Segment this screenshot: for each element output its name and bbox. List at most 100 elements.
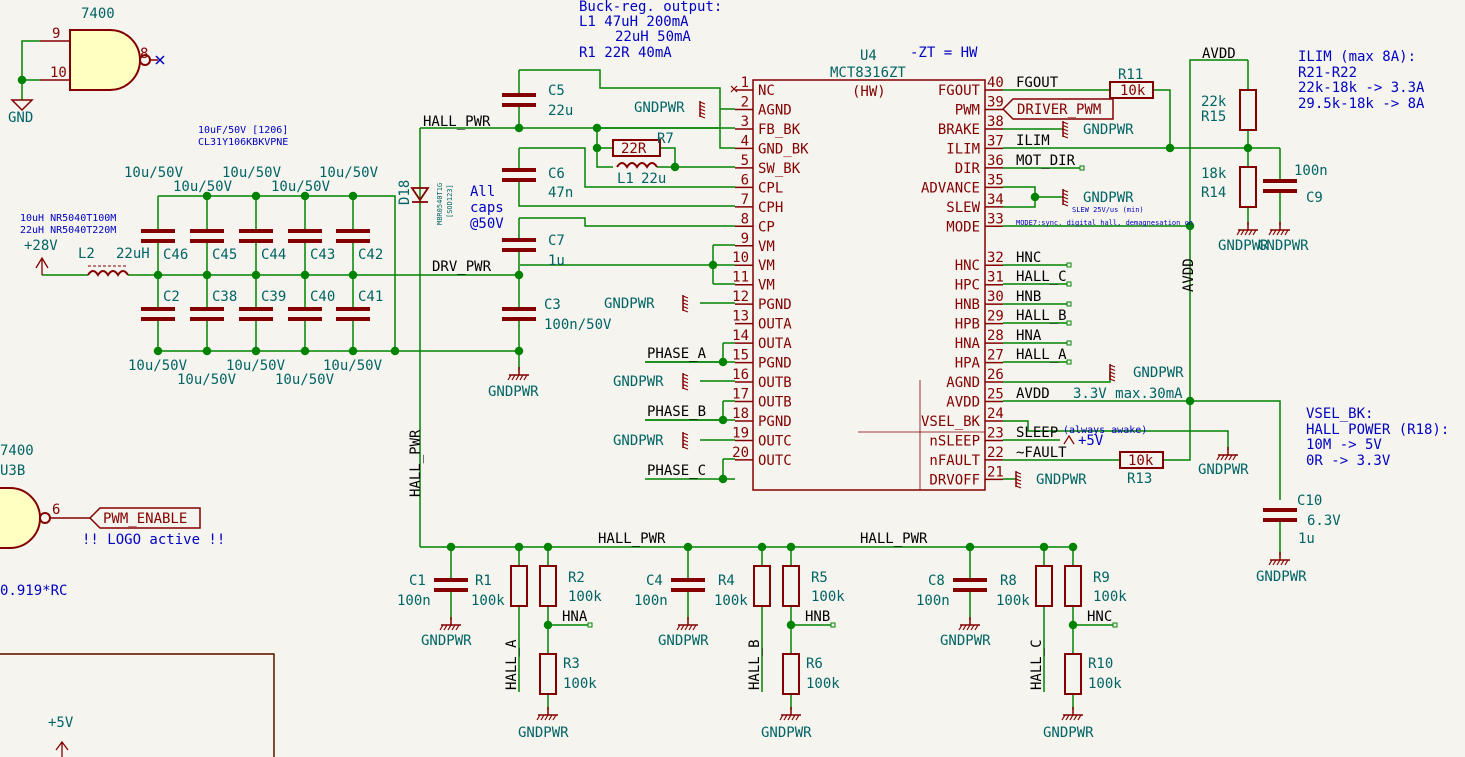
resistor-r11: [1109, 81, 1154, 99]
hall-res-ref: R8: [1000, 573, 1017, 589]
gate-type: 7400: [0, 443, 34, 459]
cap-ref: C39: [261, 289, 286, 305]
gndpwr-label: GNDPWR: [1083, 122, 1134, 138]
ic-pin-name: PWM: [955, 102, 980, 118]
gndpwr-hatch: [1065, 714, 1070, 721]
ic-pin-number: 5: [741, 153, 749, 169]
gndpwr-hatch: [699, 104, 706, 109]
ic-pin-number: 18: [732, 406, 749, 422]
hall-res-val: 100k: [714, 593, 748, 609]
buck-note: L1 47uH 200mA: [579, 14, 689, 30]
hall-res-ref: R2: [568, 570, 585, 586]
gndpwr-hatch: [1109, 364, 1116, 368]
hall-res-a: [1035, 565, 1053, 607]
gndpwr-hatch: [970, 624, 975, 631]
ic-pin-name: nSLEEP: [929, 433, 980, 449]
gndpwr-hatch: [1252, 229, 1257, 236]
ic-pin-name: MODE: [946, 219, 980, 235]
avdd-wire: [1003, 400, 1281, 500]
gndpwr-hatch: [682, 305, 689, 310]
r15-val: 22k: [1201, 94, 1227, 110]
c10-val: 6.3V: [1307, 513, 1341, 529]
ic-pin-name: DRVOFF: [929, 472, 980, 488]
v28-arrow-icon: [35, 256, 49, 275]
avdd-vertical-label: AVDD: [1181, 258, 1197, 292]
gndpwr-label: GNDPWR: [1218, 238, 1269, 254]
gndpwr-hatch: [548, 714, 553, 721]
c5-val: 22u: [548, 103, 573, 119]
hall-res-val: 100k: [811, 589, 845, 605]
pwm-enable-label-shape: [88, 507, 201, 529]
gndpwr-label: GNDPWR: [761, 725, 812, 741]
resistor-r7: [612, 139, 661, 157]
ilim-note: 22k-18k -> 3.3A: [1298, 80, 1425, 96]
gndpwr-label: GNDPWR: [1043, 725, 1094, 741]
cap-ref: C38: [212, 289, 237, 305]
gndpwr-hatch: [519, 374, 524, 381]
cap-ref: C44: [261, 247, 286, 263]
r11-val: 10k: [1120, 83, 1146, 99]
c6-val: 47n: [548, 185, 573, 201]
drv-pwr-label: DRV_PWR: [432, 259, 492, 275]
cap-val: 10u/50V: [177, 372, 237, 388]
ic-pin-number: 10: [732, 250, 749, 266]
gndpwr-hatch: [1268, 229, 1273, 236]
gndpwr-hatch: [1224, 454, 1229, 461]
hall-cap-ref: C4: [646, 573, 663, 589]
gndpwr-label: GNDPWR: [1133, 365, 1184, 381]
junction-dot: [202, 346, 212, 356]
hall-res-val: 100k: [563, 676, 597, 692]
ic-pin-name: HPB: [955, 317, 980, 333]
cap-bank-top-rail: [158, 195, 396, 351]
inductor-l2: [87, 270, 129, 277]
ilim-note: R21-R22: [1298, 65, 1357, 81]
cap-val: 10u/50V: [319, 165, 379, 181]
junction-dot: [251, 346, 261, 356]
junction-dot: [202, 191, 212, 201]
hall-res-val: 100k: [1088, 676, 1122, 692]
hall-res-b: [782, 565, 800, 607]
ic-pin-number: 23: [987, 425, 1004, 441]
l1-val: 22u: [641, 171, 666, 187]
net-label-flag: [1066, 262, 1072, 268]
cp-wire: [519, 217, 735, 227]
vsel-wire: [1003, 420, 1229, 450]
hall-pwr-label: HALL_PWR: [423, 114, 491, 130]
ic-pin-number: 37: [987, 133, 1004, 149]
hall-res-ref: R6: [806, 656, 823, 672]
gndpwr-hatch: [1109, 374, 1116, 379]
sleep-label: SLEEP: [1016, 425, 1058, 441]
all-caps-note: All: [470, 184, 495, 200]
ic-pin-name: OUTA: [758, 336, 792, 352]
inductor-note: 10uH NR5040T100M: [20, 213, 116, 224]
gndpwr-hatch: [682, 383, 689, 388]
gndpwr-label: GNDPWR: [421, 633, 472, 649]
resistor-r14: [1239, 166, 1257, 208]
c6-ref: C6: [548, 166, 565, 182]
gndpwr-hatch: [1109, 371, 1116, 375]
all-caps-note: @50V: [470, 216, 504, 232]
c7-val: 1u: [548, 253, 565, 269]
hall-hn-label: HNC: [1087, 609, 1112, 625]
cap-ref: C46: [163, 247, 188, 263]
gndpwr-hatch: [536, 714, 541, 721]
junction-dot: [300, 346, 310, 356]
gndpwr-hatch: [443, 624, 448, 631]
gndpwr-hatch: [1284, 229, 1289, 236]
hna-label: HNA: [1016, 328, 1042, 344]
hall-pwr-vertical-label: HALL_PWR: [408, 429, 424, 497]
hnc-label: HNC: [1016, 250, 1041, 266]
symbols: [0, 29, 1297, 757]
ic-pin-name: DIR: [955, 161, 981, 177]
nand-bubble: [39, 512, 51, 524]
junction-dot: [1030, 192, 1040, 202]
hnb-label: HNB: [1016, 289, 1041, 305]
nand-gate-top: [69, 29, 141, 91]
gndpwr-hatch: [1062, 199, 1069, 204]
gndpwr-label: GNDPWR: [518, 725, 569, 741]
gndpwr-hatch: [783, 714, 788, 721]
ic-pin-number: 11: [732, 270, 749, 286]
junction-dot: [17, 75, 27, 85]
hall-res-b: [1064, 565, 1082, 607]
ic-pin-name: AGND: [946, 375, 980, 391]
